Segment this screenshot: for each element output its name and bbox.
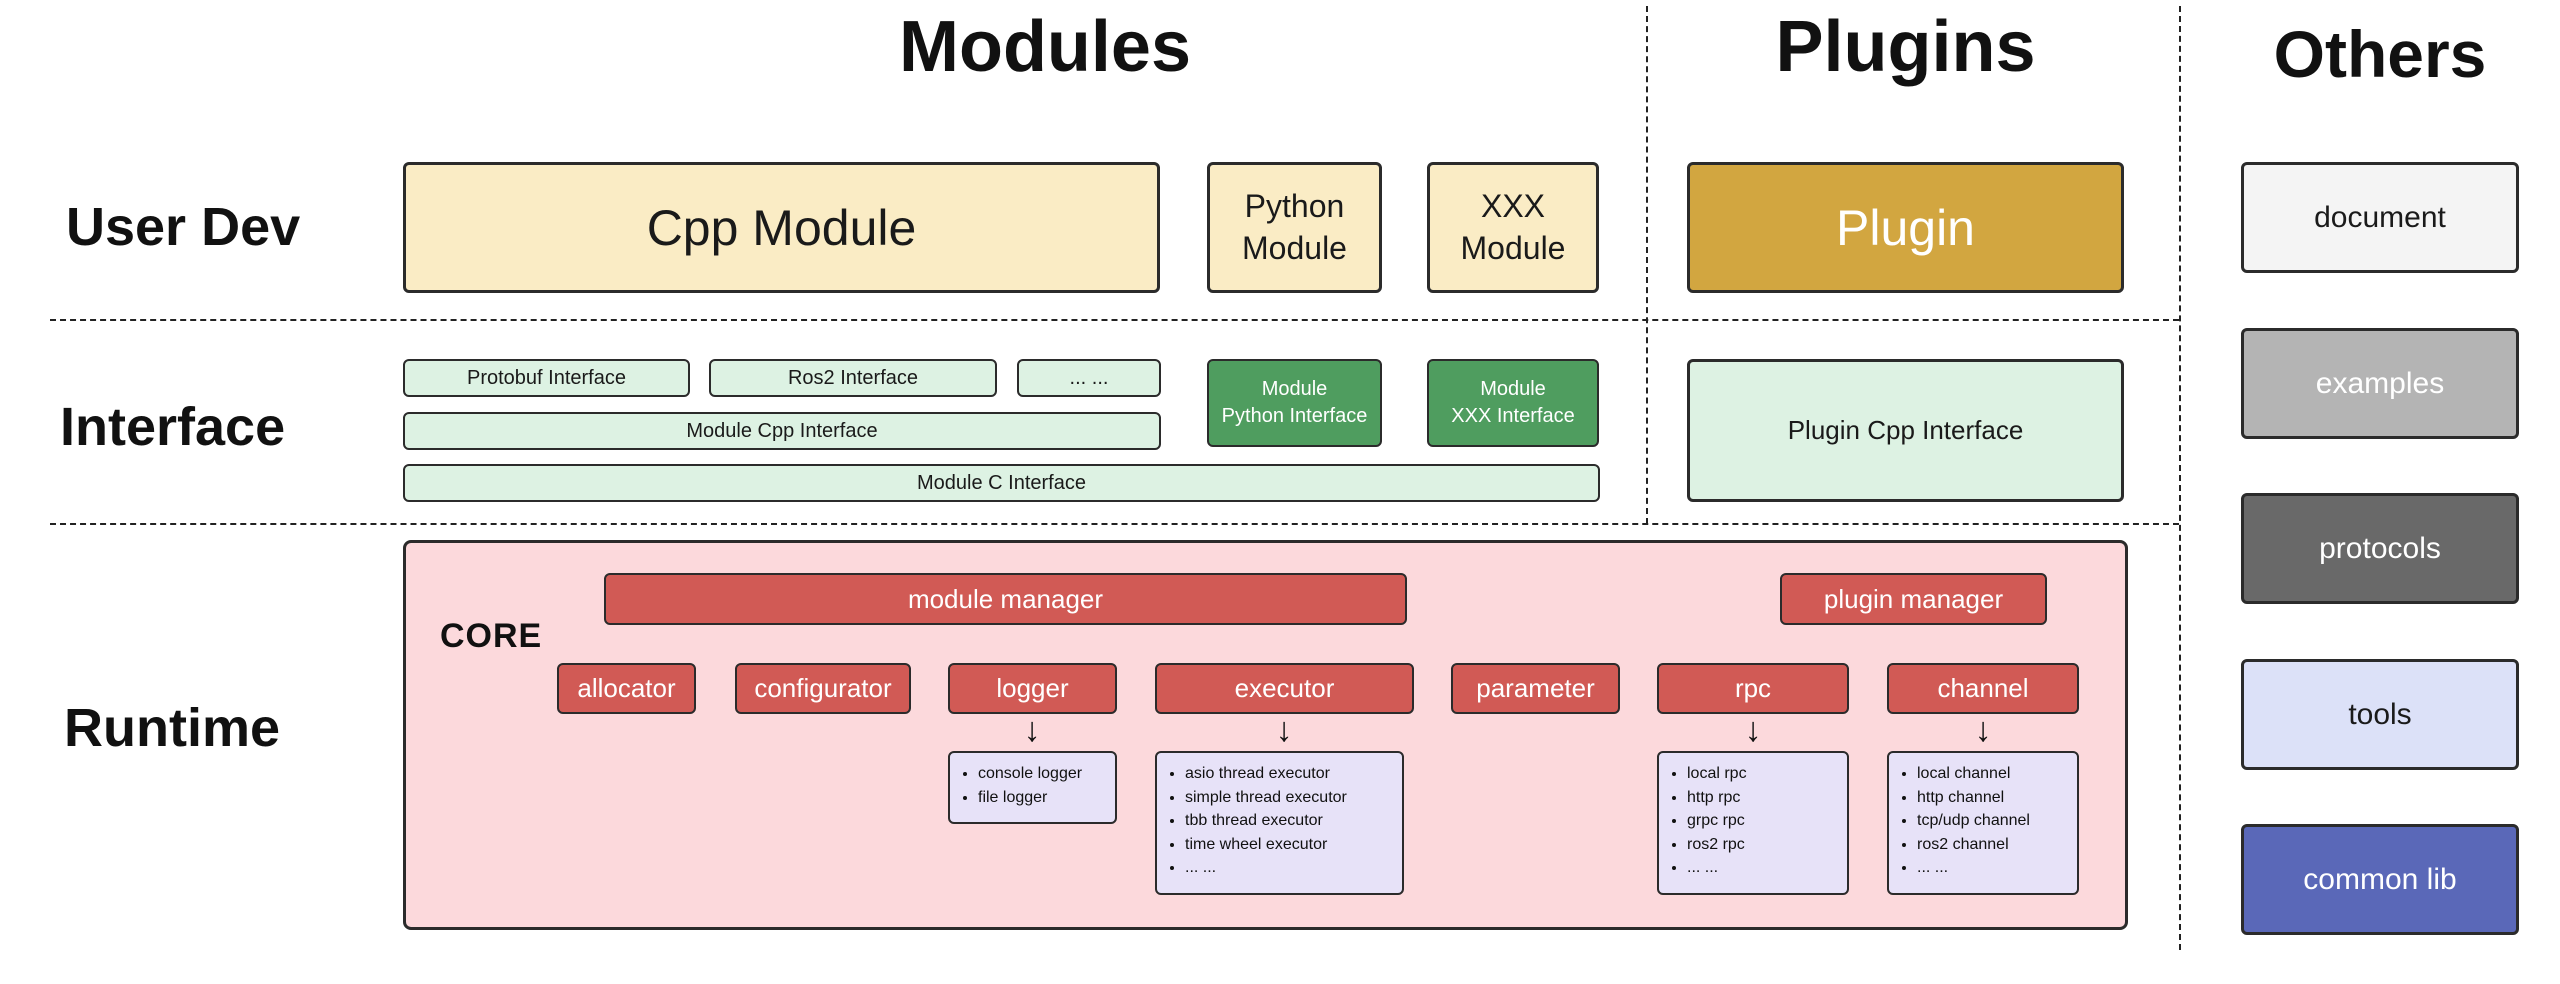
list-item: time wheel executor — [1185, 834, 1396, 856]
interface-runtime-divider — [50, 523, 2179, 525]
parameter-box: parameter — [1451, 663, 1620, 714]
plugin-manager-box: plugin manager — [1780, 573, 2047, 625]
down-arrow-icon: ↓ — [1023, 711, 1041, 749]
plugin-cpp-interface-box: Plugin Cpp Interface — [1687, 359, 2124, 502]
allocator-box: allocator — [557, 663, 696, 714]
list-item: file logger — [978, 787, 1109, 809]
cpp-module-box: Cpp Module — [403, 162, 1160, 293]
module-python-interface-box: Module Python Interface — [1207, 359, 1382, 447]
list-item: ros2 channel — [1917, 834, 2071, 856]
user-dev-row-label: User Dev — [66, 197, 301, 257]
others-tools-box: tools — [2241, 659, 2519, 770]
channel-impl-items: local channelhttp channeltcp/udp channel… — [1889, 763, 2071, 879]
module-manager-box: module manager — [604, 573, 1407, 625]
rpc-box: rpc — [1657, 663, 1849, 714]
configurator-box: configurator — [735, 663, 911, 714]
ros2-interface-box: Ros2 Interface — [709, 359, 997, 397]
executor-impl-list: asio thread executorsimple thread execut… — [1155, 751, 1404, 895]
list-item: grpc rpc — [1687, 810, 1841, 832]
list-item: ros2 rpc — [1687, 834, 1841, 856]
list-item: ... ... — [1185, 857, 1396, 879]
modules-title: Modules — [898, 7, 1191, 87]
rpc-impl-items: local rpchttp rpcgrpc rpcros2 rpc... ... — [1659, 763, 1841, 879]
others-title: Others — [2273, 17, 2487, 91]
userdev-interface-divider — [50, 319, 2179, 321]
python-module-box: Python Module — [1207, 162, 1382, 293]
list-item: asio thread executor — [1185, 763, 1396, 785]
list-item: local rpc — [1687, 763, 1841, 785]
more-interfaces-box: ... ... — [1017, 359, 1161, 397]
plugin-box: Plugin — [1687, 162, 2124, 293]
rpc-impl-list: local rpchttp rpcgrpc rpcros2 rpc... ... — [1657, 751, 1849, 895]
plugins-title: Plugins — [1775, 7, 2036, 87]
down-arrow-icon: ↓ — [1974, 711, 1992, 749]
channel-impl-list: local channelhttp channeltcp/udp channel… — [1887, 751, 2079, 895]
down-arrow-icon: ↓ — [1275, 711, 1293, 749]
list-item: http channel — [1917, 787, 2071, 809]
module-c-interface-box: Module C Interface — [403, 464, 1600, 502]
executor-box: executor — [1155, 663, 1414, 714]
list-item: local channel — [1917, 763, 2071, 785]
list-item: http rpc — [1687, 787, 1841, 809]
logger-impl-items: console loggerfile logger — [950, 763, 1109, 808]
channel-box: channel — [1887, 663, 2079, 714]
xxx-module-box: XXX Module — [1427, 162, 1599, 293]
interface-row-label: Interface — [60, 397, 286, 457]
others-document-box: document — [2241, 162, 2519, 273]
logger-box: logger — [948, 663, 1117, 714]
list-item: simple thread executor — [1185, 787, 1396, 809]
module-cpp-interface-box: Module Cpp Interface — [403, 412, 1161, 450]
list-item: ... ... — [1917, 857, 2071, 879]
list-item: tcp/udp channel — [1917, 810, 2071, 832]
executor-impl-items: asio thread executorsimple thread execut… — [1157, 763, 1396, 879]
plugins-others-divider — [2179, 6, 2181, 950]
runtime-row-label: Runtime — [64, 698, 280, 758]
list-item: tbb thread executor — [1185, 810, 1396, 832]
list-item: console logger — [978, 763, 1109, 785]
core-box: CORE module manager plugin manager alloc… — [403, 540, 2128, 930]
logger-impl-list: console loggerfile logger — [948, 751, 1117, 824]
module-xxx-interface-box: Module XXX Interface — [1427, 359, 1599, 447]
down-arrow-icon: ↓ — [1744, 711, 1762, 749]
modules-plugins-divider — [1646, 6, 1648, 524]
others-common-lib-box: common lib — [2241, 824, 2519, 935]
protobuf-interface-box: Protobuf Interface — [403, 359, 690, 397]
core-label: CORE — [440, 617, 543, 655]
list-item: ... ... — [1687, 857, 1841, 879]
others-protocols-box: protocols — [2241, 493, 2519, 604]
others-examples-box: examples — [2241, 328, 2519, 439]
